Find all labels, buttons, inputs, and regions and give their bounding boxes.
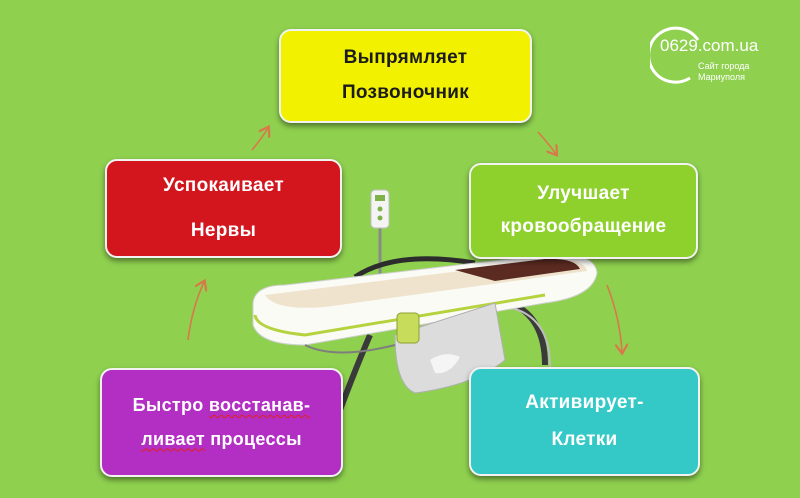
massage-bed-image [252,189,598,412]
benefit-recovery-line1: Быстро восстанав- [133,395,311,417]
benefit-nerves-line1: Успокаивает [163,174,284,196]
benefit-circulation-line2: кровообращение [500,216,667,237]
benefit-box-recovery: Быстро восстанав- ливает процессы [100,368,343,477]
arrow-bottom-to-left [187,282,204,341]
benefit-cells-line2: Клетки [551,428,618,450]
benefit-recovery-line2: ливает процессы [141,429,302,451]
benefit-box-cells: Активирует- Клетки [469,367,700,476]
benefit-nerves-line2: Нервы [190,219,257,241]
arrow-right-to-bottom [606,284,622,352]
arrow-left-to-top [251,128,268,151]
benefit-recovery-word3: ливает [141,428,205,449]
watermark-subtitle-line1: Сайт города [698,61,750,71]
arrow-top-to-right [537,131,556,154]
benefit-spine-line2: Позвоночник [341,82,470,103]
watermark-subtitle-line2: Мариуполя [698,72,745,82]
watermark-ring-icon [650,26,700,84]
benefit-spine-line1: Выпрямляет [343,47,468,69]
benefit-circulation-line1: Улучшает [537,183,630,205]
benefit-box-circulation: Улучшает кровообращение [469,163,698,259]
site-watermark: 0629.com.ua Сайт города Мариуполя [650,16,790,86]
benefit-recovery-word2: восстанав- [208,394,311,415]
benefit-cells-line1: Активирует- [525,391,644,413]
benefit-box-spine: Выпрямляет Позвоночник [279,29,532,123]
watermark-brand: 0629.com.ua [660,36,759,55]
benefit-recovery-word1: Быстро [132,394,204,415]
benefit-box-nerves: Успокаивает Нервы [105,159,342,258]
benefit-recovery-word4: процессы [210,428,302,449]
